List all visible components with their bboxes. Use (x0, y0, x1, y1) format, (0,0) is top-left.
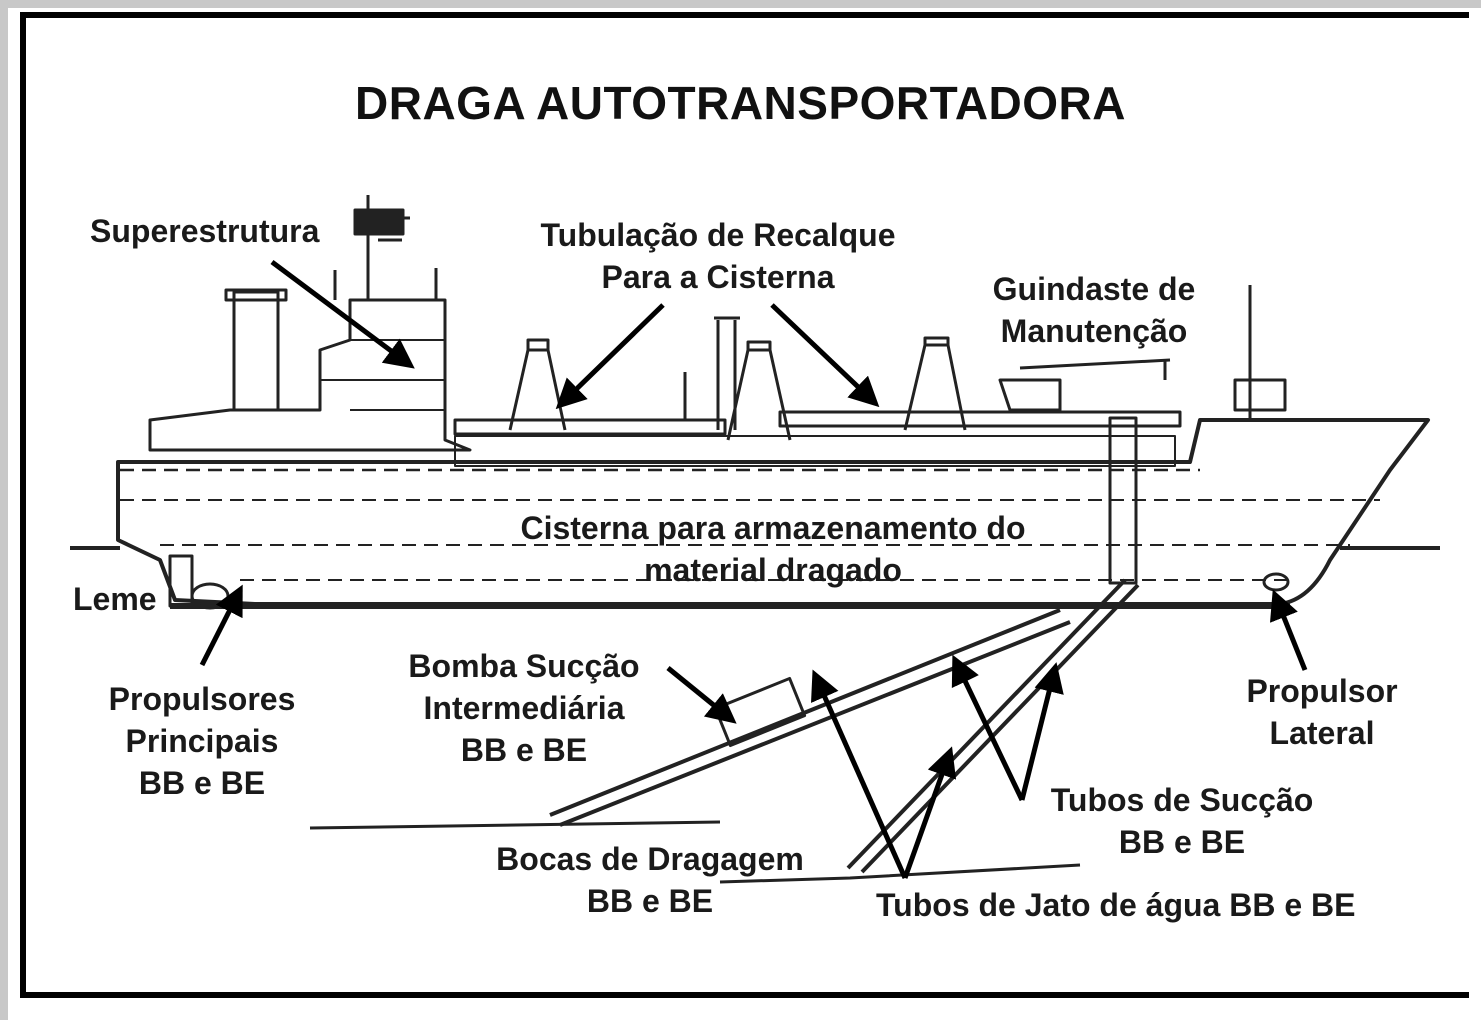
suction-pipe-1 (549, 608, 1061, 817)
label-bomba-succao: Bomba Sucção Intermediária BB e BE (408, 648, 640, 768)
gantry (726, 340, 792, 441)
seabed-1 (309, 820, 721, 830)
label-propulsores-principais: Propulsores Principais BB e BE (108, 681, 296, 801)
label-propulsor-lateral: Propulsor Lateral (1246, 673, 1398, 751)
label-tubos-succao: Tubos de Sucção BB e BE (1050, 782, 1314, 860)
seabed-2 (719, 863, 1081, 884)
arrow-succao-1 (951, 654, 1025, 802)
label-bocas-dragagem: Bocas de Dragagem BB e BE (496, 841, 804, 919)
ship-hull (116, 418, 1430, 606)
rudder (168, 554, 194, 608)
figure-border (20, 12, 1469, 998)
arrow-tubulacao-right (770, 303, 880, 408)
label-guindaste: Guindaste de Manutenção (992, 271, 1196, 349)
arrow-succao-2 (1019, 662, 1064, 801)
arrow-superestrutura (270, 259, 415, 369)
label-tubos-jato: Tubos de Jato de água BB e BE (876, 887, 1356, 923)
bow-thruster (1262, 572, 1290, 592)
figure-frame (8, 8, 1481, 1020)
arrow-jato-2 (902, 746, 957, 879)
arrow-propulsor-lateral (1269, 589, 1308, 671)
arrow-jato-1 (811, 669, 908, 880)
superstructure (148, 298, 472, 452)
page-title: DRAGA AUTOTRANSPORTADORA (355, 77, 1126, 129)
gantry (508, 338, 567, 431)
funnel (232, 290, 280, 412)
label-cisterna: Cisterna para armazenamento do material … (520, 510, 1026, 588)
label-superestrutura: Superestrutura (90, 213, 320, 249)
arrow-propulsores (199, 584, 243, 667)
delivery-pipeline (453, 418, 727, 436)
arrow-bomba (666, 666, 737, 724)
label-leme: Leme (73, 581, 157, 617)
maintenance-crane (998, 358, 1171, 412)
gantry (903, 336, 967, 431)
arrow-tubulacao-left (555, 303, 665, 410)
label-tubulacao-recalque: Tubulação de Recalque Para a Cisterna (540, 217, 896, 295)
